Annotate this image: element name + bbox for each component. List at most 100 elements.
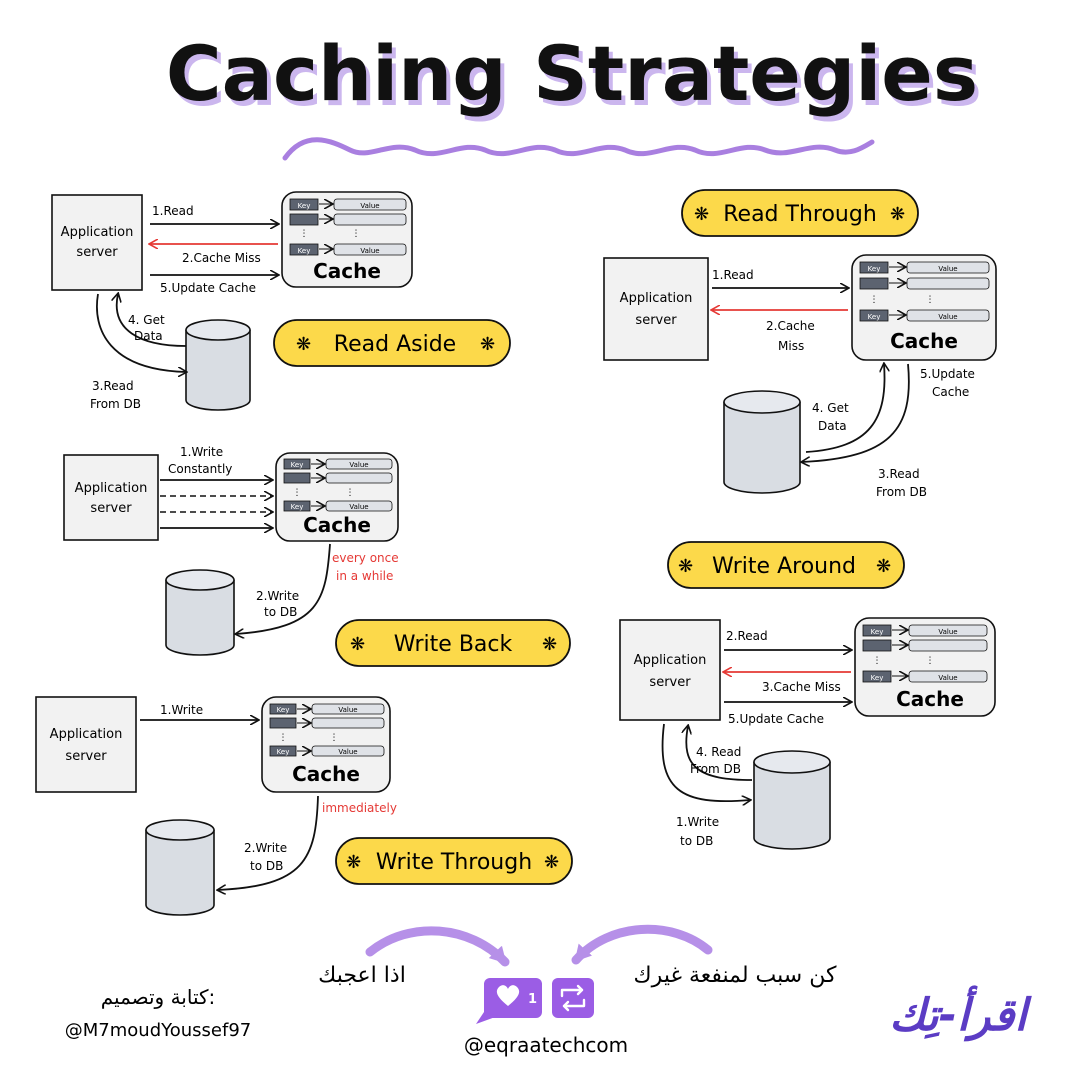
cache-key-label: Key [298, 202, 311, 210]
read-db-label: 4. Read [696, 745, 741, 759]
get-data-label: Data [818, 419, 847, 433]
app-server-label: server [76, 245, 118, 260]
write-through-section: Application server Key Value ⋮ ⋮ Key Val… [35, 696, 573, 916]
title-shadow: Caching Strategies [170, 34, 982, 123]
app-server-box [619, 619, 721, 721]
write-label: Constantly [168, 462, 232, 476]
write-db-label: 1.Write [676, 815, 719, 829]
write-around-section: ❋ Write Around ❋ Application server Key … [619, 541, 996, 850]
write-back-section: Application server Key Value ⋮ ⋮ Key Val… [63, 445, 571, 667]
badge-star-icon: ❋ [542, 634, 557, 655]
cache-box: Key Value ⋮ ⋮ Key Value Cache [854, 617, 996, 717]
curved-arrow-left [365, 926, 510, 967]
cache-value-label: Value [338, 748, 357, 756]
get-data-arrow [805, 364, 885, 453]
app-server-box [63, 454, 159, 541]
cache-key-label: Key [868, 265, 881, 273]
badge-star-icon: ❋ [544, 852, 559, 873]
get-data-label: 4. Get [812, 401, 849, 415]
badge-star-icon: ❋ [876, 556, 891, 577]
cache-key-label: Key [298, 247, 311, 255]
update-cache-label: 5.Update Cache [160, 281, 256, 295]
footer-right-text: كن سبب لمنفعة غيرك [634, 963, 837, 988]
read-db-label: 3.Read [878, 467, 920, 481]
badge-star-icon: ❋ [350, 634, 365, 655]
cache-label: Cache [292, 762, 360, 786]
credit-handle: @M7moudYoussef97 [65, 1020, 251, 1041]
database-cylinder [753, 750, 831, 850]
cache-value-label: Value [938, 674, 957, 682]
app-server-label: server [90, 501, 132, 516]
cache-key-label: Key [871, 674, 884, 682]
share-button[interactable] [552, 978, 594, 1018]
like-button[interactable]: 1 [476, 978, 542, 1024]
svg-text:⋮: ⋮ [926, 656, 935, 666]
read-db-label: From DB [876, 485, 927, 499]
app-server-label: Application [634, 653, 707, 668]
cache-box: Key Value ⋮ ⋮ Key Value Cache [261, 696, 391, 793]
cache-value-label: Value [349, 461, 368, 469]
footer-left-text: اذا اعجبك [318, 963, 406, 988]
get-data-label: Data [134, 329, 163, 343]
write-db-label: to DB [680, 834, 713, 848]
write-db-arrow [218, 795, 319, 890]
cache-label: Cache [890, 329, 958, 353]
app-server-label: server [635, 313, 677, 328]
app-server-box [603, 257, 709, 361]
cache-value-label: Value [938, 628, 957, 636]
badge-star-icon: ❋ [296, 334, 311, 355]
repost-icon [560, 984, 586, 1012]
app-server-label: Application [50, 727, 123, 742]
write-db-arrow [236, 543, 331, 634]
svg-text:⋮: ⋮ [346, 488, 355, 498]
read-through-section: ❋ Read Through ❋ Application server Key … [603, 189, 997, 499]
read-label: 1.Read [712, 268, 754, 282]
cache-key-label: Key [277, 748, 290, 756]
cache-miss-label: 2.Cache Miss [182, 251, 261, 265]
cache-key-label: Key [291, 461, 304, 469]
strategy-label: Write Back [394, 632, 513, 657]
strategy-label-badge [681, 189, 919, 237]
title-squiggle [282, 137, 875, 161]
like-count: 1 [528, 992, 537, 1007]
brand-logo: اقرأ-تِك [889, 985, 1032, 1042]
strategy-label-badge [667, 541, 905, 589]
database-cylinder [145, 819, 215, 916]
app-server-box [51, 194, 143, 291]
heart-icon [496, 985, 520, 1006]
credit-text: كتابة وتصميم: [101, 985, 216, 1009]
svg-text:⋮: ⋮ [352, 229, 361, 239]
read-db-label: From DB [90, 397, 141, 411]
cache-value-label: Value [360, 247, 379, 255]
cache-value-label: Value [360, 202, 379, 210]
read-db-arrow [96, 293, 186, 372]
get-data-label: 4. Get [128, 313, 165, 327]
badge-star-icon: ❋ [480, 334, 495, 355]
read-db-label: From DB [690, 762, 741, 776]
app-server-label: Application [620, 291, 693, 306]
cache-miss-label: 3.Cache Miss [762, 680, 841, 694]
strategy-label-badge [273, 319, 511, 367]
read-db-label: 3.Read [92, 379, 134, 393]
database-cylinder [165, 569, 235, 656]
read-aside-section: Application server Key Value ⋮ ⋮ Key Val… [51, 191, 511, 411]
badge-star-icon: ❋ [678, 556, 693, 577]
read-label: 2.Read [726, 629, 768, 643]
strategy-label: Read Through [723, 202, 877, 227]
timing-note: every once [332, 551, 399, 565]
cache-value-label: Value [338, 706, 357, 714]
timing-note: immediately [322, 801, 397, 815]
page-title: Caching Strategies [166, 29, 978, 118]
write-db-label: to DB [264, 605, 297, 619]
svg-text:⋮: ⋮ [279, 733, 288, 743]
write-db-arrow [661, 723, 750, 801]
get-data-arrow [117, 294, 187, 347]
svg-text:⋮: ⋮ [870, 295, 879, 305]
curved-arrow-right [571, 924, 713, 965]
badge-star-icon: ❋ [346, 852, 361, 873]
read-db-arrow [686, 726, 753, 781]
update-cache-label: 5.Update Cache [728, 712, 824, 726]
cache-box: Key Value ⋮ ⋮ Key Value Cache [275, 452, 399, 542]
strategy-label: Read Aside [334, 332, 456, 357]
app-server-label: server [65, 749, 107, 764]
